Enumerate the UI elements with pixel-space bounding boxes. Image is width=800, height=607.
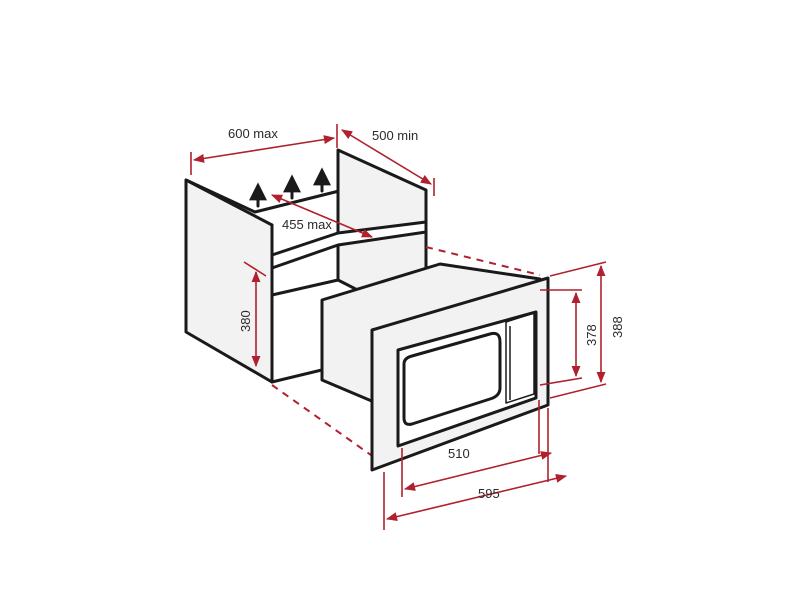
guide-line — [425, 246, 541, 276]
extension-line — [243, 261, 267, 277]
label-cabinet-depth: 500 min — [372, 128, 418, 143]
extension-line — [549, 261, 607, 277]
label-frame-height: 388 — [610, 316, 625, 338]
dimension-labels: 600 max 500 min 455 max 380 378 388 510 … — [228, 126, 625, 501]
dimension-line-cabinet-depth — [341, 129, 432, 185]
label-opening-height: 380 — [238, 310, 253, 332]
microwave-control-panel — [505, 312, 535, 404]
microwave-window — [402, 331, 502, 426]
extension-line — [549, 383, 607, 399]
label-appliance-width: 510 — [448, 446, 470, 461]
dimension-line-appliance-width — [403, 451, 553, 491]
dimension-line-cabinet-width — [192, 135, 336, 163]
dimension-line-frame-width — [385, 473, 568, 522]
label-frame-width: 595 — [478, 486, 500, 501]
guide-line — [271, 384, 386, 466]
dimensions — [190, 124, 607, 530]
label-cabinet-width: 600 max — [228, 126, 278, 141]
microwave — [320, 262, 550, 472]
dimension-line-shelf-depth — [270, 194, 374, 238]
extension-line — [539, 377, 583, 386]
label-appliance-height: 378 — [584, 324, 599, 346]
cabinet-lower-shelf — [270, 278, 340, 297]
label-shelf-depth: 455 max — [282, 217, 332, 232]
cabinet-bottom-edge — [270, 366, 332, 384]
